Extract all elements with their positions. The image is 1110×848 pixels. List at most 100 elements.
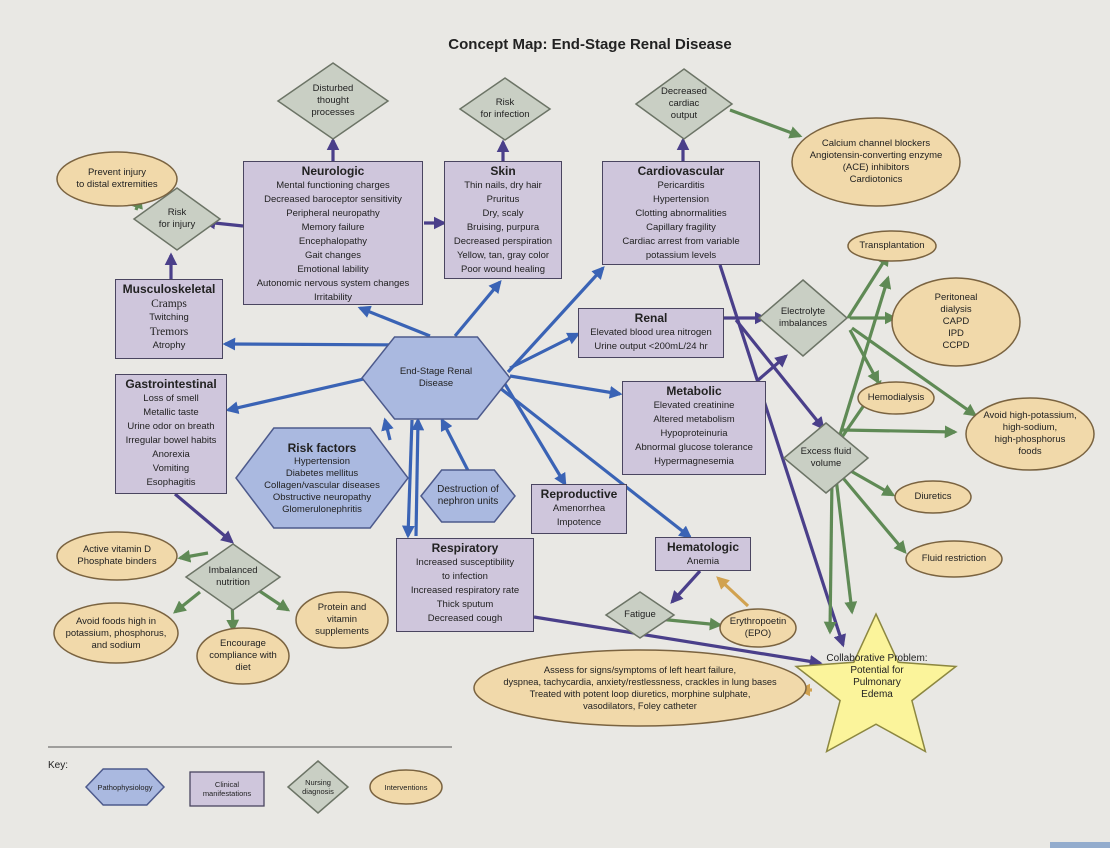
calcium-label-line: Calcium channel blockers xyxy=(821,138,931,149)
connector-arrow xyxy=(257,588,291,612)
assess-ellipse xyxy=(473,649,807,727)
connector-arrow xyxy=(411,417,425,537)
connector-arrow xyxy=(177,549,209,563)
connector-arrow xyxy=(225,376,369,414)
avoidfoods-label-line: Avoid foods high in xyxy=(75,616,157,627)
reproductive-box: Reproductive Amenorrhea Impotence xyxy=(531,484,627,534)
collaborative-label-line: Pulmonary xyxy=(853,677,901,688)
metabolic-title: Metabolic xyxy=(666,384,722,398)
cardiovascular-line: Hypertension xyxy=(653,194,709,205)
connector-arrow xyxy=(718,264,846,648)
key-nursing-diamond xyxy=(286,760,350,814)
esrd-label-line: End-Stage Renal xyxy=(399,366,473,377)
vitamin-label-line: Phosphate binders xyxy=(77,556,157,567)
collaborative-label-line: Potential for xyxy=(850,665,904,676)
fatigue-label-line: Fatigue xyxy=(624,609,656,620)
peritoneal-label-line: dialysis xyxy=(940,304,972,315)
transplant-ellipse xyxy=(847,230,937,262)
thought-diamond xyxy=(276,62,390,140)
connector-arrow xyxy=(357,305,431,338)
neurologic-title: Neurologic xyxy=(301,164,365,178)
neurologic-line: Irritability xyxy=(313,292,352,303)
page-title: Concept Map: End-Stage Renal Disease xyxy=(448,36,732,53)
connector-arrow xyxy=(506,266,605,374)
fluidres-ellipse xyxy=(905,540,1003,578)
electrolyte-diamond xyxy=(757,279,849,357)
metabolic-line: Abnormal glucose tolerance xyxy=(635,442,753,453)
musculoskeletal-line: Cramps xyxy=(151,298,187,310)
destruction-hexagon xyxy=(420,469,516,523)
hemodialysis-ellipse xyxy=(857,381,935,415)
connector-arrow xyxy=(401,419,415,539)
infection-diamond xyxy=(458,77,552,141)
cardiovascular-line: Capillary fragility xyxy=(646,222,716,233)
gastrointestinal-line: Loss of smell xyxy=(143,393,199,404)
neurologic-line: Autonomic nervous system changes xyxy=(256,278,410,289)
avoidK-label-line: high-sodium, xyxy=(1002,422,1058,433)
destruction-label-line: nephron units xyxy=(437,496,499,507)
protein-label-line: vitamin xyxy=(326,614,358,625)
skin-line: Bruising, purpura xyxy=(466,222,540,233)
fluid-label-line: Excess fluid xyxy=(800,446,852,457)
neurologic-line: Memory failure xyxy=(301,222,365,233)
nutrition-diamond xyxy=(184,543,282,611)
neurologic-line: Mental functioning charges xyxy=(276,180,390,191)
connector-arrow xyxy=(499,386,693,539)
destruction-label-line: Destruction of xyxy=(437,484,499,495)
neurologic-line: Decreased baroceptor sensitivity xyxy=(264,194,402,205)
skin-line: Pruritus xyxy=(486,194,520,205)
key-title: Key: xyxy=(48,760,69,771)
risk-factors-label-line: Hypertension xyxy=(294,455,350,467)
musculoskeletal-title: Musculoskeletal xyxy=(122,282,216,296)
connector-arrow xyxy=(836,470,907,554)
neurologic-box: Neurologic Mental functioning charges De… xyxy=(243,161,423,305)
collaborative-star xyxy=(794,612,958,754)
cardiovascular-title: Cardiovascular xyxy=(637,164,725,178)
thought-label-line: thought xyxy=(317,95,349,106)
epo-label: Erythropoetin(EPO) xyxy=(722,614,794,642)
key-item-2: Clinical manifestations xyxy=(202,780,252,798)
neurologic-line: Encephalopathy xyxy=(298,236,368,247)
cardiovascular-line: Clotting abnormalities xyxy=(635,208,727,219)
cardiovascular-line: potassium levels xyxy=(645,250,717,261)
collaborative-label-line: Edema xyxy=(861,689,893,700)
renal-line: Elevated blood urea nitrogen xyxy=(590,327,712,338)
connector-arrow xyxy=(381,417,394,441)
metabolic-line: Elevated creatinine xyxy=(653,400,735,411)
prevent-label-line: Prevent injury xyxy=(87,167,147,178)
skin-line: Yellow, tan, gray color xyxy=(456,250,550,261)
hemodialysis-label-line: Hemodialysis xyxy=(867,392,925,403)
skin-line: Poor wound healing xyxy=(461,264,545,275)
key-item-1: Pathophysiology xyxy=(97,782,153,792)
compliance-ellipse xyxy=(196,627,290,685)
protein-ellipse xyxy=(295,591,389,649)
avoidfoods-ellipse xyxy=(53,602,179,664)
gastrointestinal-box: Gastrointestinal Loss of smell Metallic … xyxy=(115,374,227,494)
risk-factors-label-title: Risk factors xyxy=(287,440,357,455)
assess-label-line: Assess for signs/symptoms of left heart … xyxy=(543,665,737,675)
renal-line: Urine output <200mL/24 hr xyxy=(594,341,708,352)
nutrition-label-line: Imbalanced xyxy=(208,565,258,576)
gastrointestinal-line: Esophagitis xyxy=(146,477,196,488)
assess-label-line: dyspnea, tachycardia, anxiety/restlessne… xyxy=(503,677,777,687)
fluidres-label: Fluid restriction xyxy=(908,551,1000,567)
calcium-label-line: Angiotensin-converting enzyme xyxy=(809,150,943,161)
metabolic-box: Metabolic Elevated creatinine Altered me… xyxy=(622,381,766,475)
musculoskeletal-line: Tremors xyxy=(149,326,189,338)
protein-label-line: supplements xyxy=(315,626,369,637)
gastrointestinal-line: Urine odor on breath xyxy=(127,421,215,432)
protein-label-line: Protein and xyxy=(317,602,367,613)
